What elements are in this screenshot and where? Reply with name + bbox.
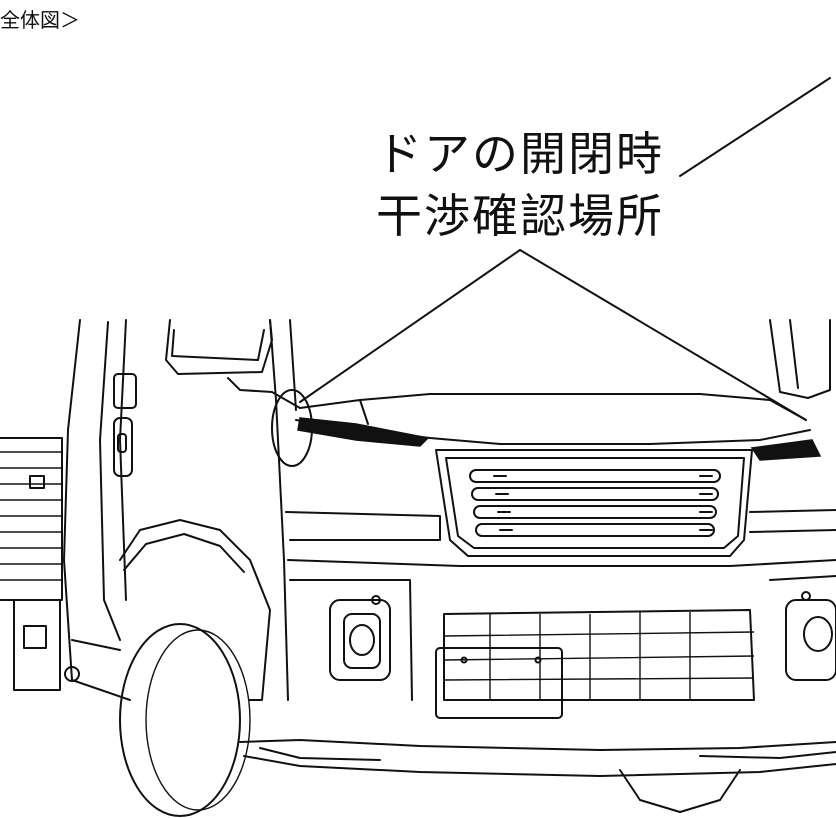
callout-label-line-2: 干渉確認場所 [376, 189, 664, 243]
section-label: 全体図＞ [0, 8, 80, 32]
leader-line-top-right [679, 77, 831, 177]
front-bumper [239, 509, 836, 777]
leader-line-right [519, 249, 807, 421]
front-grille [435, 449, 753, 557]
front-wheel [119, 519, 741, 817]
headlights [297, 417, 822, 461]
callout-label-line-1: ドアの開閉時 [376, 127, 664, 181]
leader-lines [299, 77, 831, 421]
leader-line-left [299, 249, 521, 403]
load-bed [0, 437, 80, 691]
